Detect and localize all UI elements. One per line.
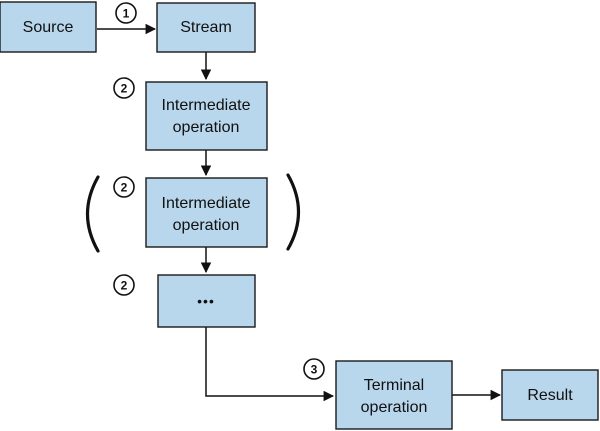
step-badge-1: 1 xyxy=(115,2,137,24)
right-parenthesis xyxy=(286,173,301,251)
edges xyxy=(97,23,502,402)
left-parenthesis xyxy=(85,175,100,253)
intermediate-1-label-line1: Intermediate xyxy=(162,97,251,114)
step-badge-2-ellipsis: 2 xyxy=(113,274,135,296)
source-label: Source xyxy=(23,19,74,36)
svg-text:3: 3 xyxy=(311,363,318,377)
step-badge-3-terminal: 3 xyxy=(303,358,325,380)
step-badge-2-intermediate-1: 2 xyxy=(113,77,135,99)
intermediate-operation-box-1: Intermediate operation xyxy=(145,81,268,151)
source-box: Source xyxy=(0,1,97,53)
svg-text:2: 2 xyxy=(121,181,128,195)
result-box: Result xyxy=(501,369,599,421)
ellipsis-box: ••• xyxy=(157,274,256,328)
intermediate-2-label-line1: Intermediate xyxy=(162,195,251,212)
edge-ellipsis-to-terminal xyxy=(205,327,335,402)
stream-label: Stream xyxy=(180,19,232,36)
svg-text:2: 2 xyxy=(121,279,128,293)
intermediate-operation-box-2: Intermediate operation xyxy=(145,177,268,248)
stream-box: Stream xyxy=(156,2,256,53)
intermediate-2-label-line2: operation xyxy=(173,217,240,234)
intermediate-1-label-line2: operation xyxy=(173,119,240,136)
svg-text:2: 2 xyxy=(121,82,128,96)
ellipsis-label: ••• xyxy=(197,293,215,309)
terminal-label-line1: Terminal xyxy=(364,377,424,394)
svg-text:1: 1 xyxy=(123,7,130,21)
terminal-operation-box: Terminal operation xyxy=(335,360,453,430)
step-badge-2-intermediate-2: 2 xyxy=(113,176,135,198)
terminal-label-line2: operation xyxy=(361,399,428,416)
result-label: Result xyxy=(527,387,573,404)
